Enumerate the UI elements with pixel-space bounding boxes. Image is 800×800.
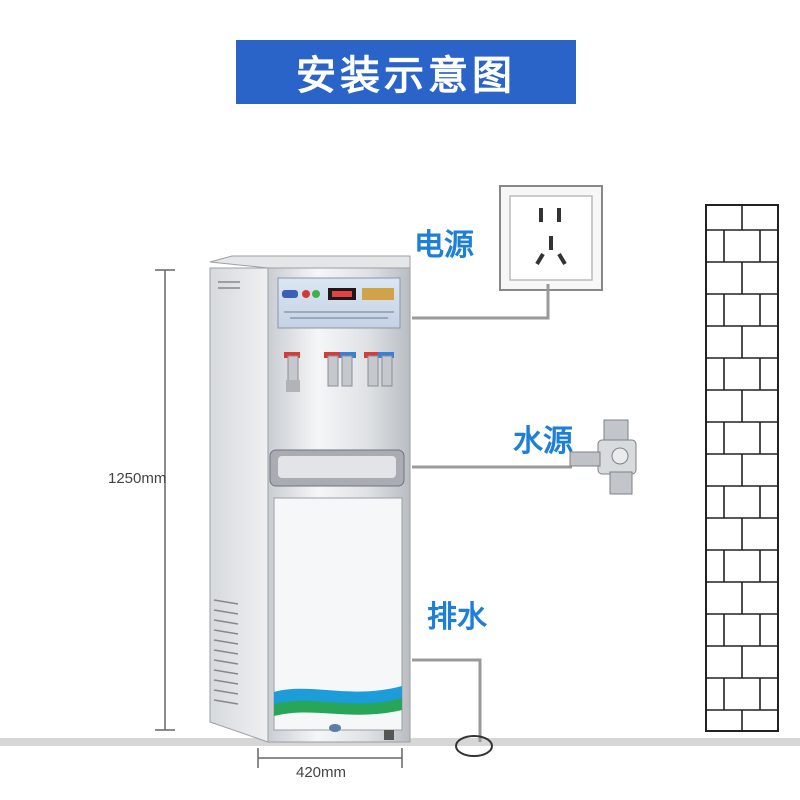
control-panel	[277, 277, 401, 329]
faucet-hot	[284, 352, 300, 392]
water-dispenser	[209, 255, 411, 743]
height-dimension-label: 1250mm	[108, 470, 167, 487]
wall-socket	[499, 185, 603, 291]
label-water: 水源	[513, 424, 573, 459]
power-cable	[412, 284, 550, 320]
width-dimension-line	[257, 748, 403, 768]
faucet-cold	[364, 352, 394, 387]
side-vents	[213, 281, 240, 705]
height-dimension-line	[155, 269, 175, 731]
water-valve	[569, 419, 637, 495]
brick-wall	[705, 204, 779, 732]
diagram-title: 安装示意图	[236, 40, 576, 104]
faucet-warm	[324, 352, 356, 387]
floor-drain	[455, 735, 493, 757]
label-drain: 排水	[427, 600, 487, 635]
label-power: 电源	[414, 228, 474, 263]
drain-pipe	[412, 658, 482, 742]
width-dimension-label: 420mm	[296, 764, 347, 781]
